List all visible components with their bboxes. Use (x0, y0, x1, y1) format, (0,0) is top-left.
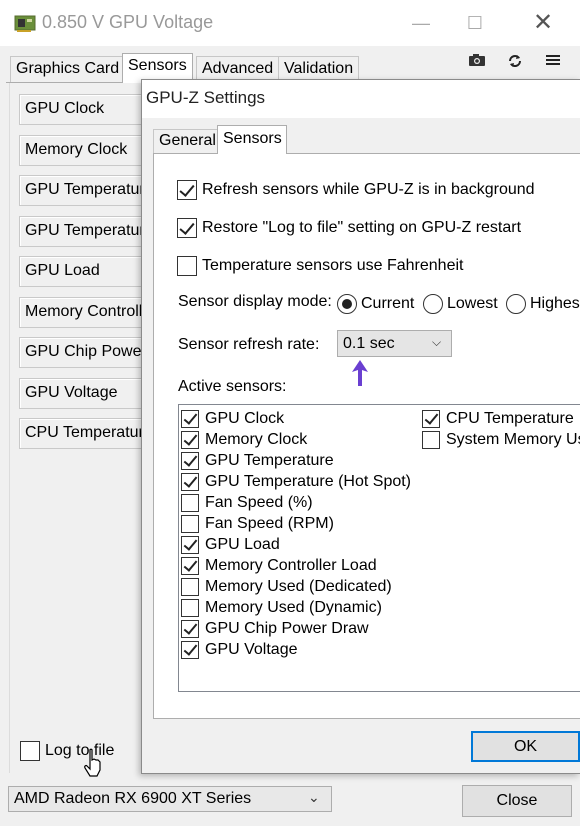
close-window-button[interactable]: ✕ (532, 9, 554, 36)
tab-validation[interactable]: Validation (278, 56, 360, 82)
active-sensor-label[interactable]: System Memory Used (446, 431, 580, 448)
tab-graphics-card[interactable]: Graphics Card (10, 56, 126, 82)
sensor-name-cpu-temperature[interactable]: CPU Temperature (19, 418, 143, 449)
display-mode-current-radio[interactable] (337, 294, 357, 314)
active-sensor-memory-used-dynamic-checkbox[interactable] (181, 599, 199, 617)
arrow-up-icon (352, 360, 368, 386)
window-title: 0.850 V GPU Voltage (42, 12, 214, 32)
active-sensors-label: Active sensors: (178, 378, 287, 395)
sensor-name-memory-clock[interactable]: Memory Clock (19, 135, 143, 166)
active-sensor-cpu-temperature-checkbox[interactable] (422, 410, 440, 428)
refresh-rate-dropdown[interactable]: 0.1 sec (337, 330, 452, 357)
active-sensor-gpu-load-checkbox[interactable] (181, 536, 199, 554)
maximize-button[interactable]: ☐ (466, 13, 484, 33)
chevron-down-icon[interactable]: ⌵ (432, 335, 442, 349)
active-sensor-label[interactable]: Memory Used (Dynamic) (205, 599, 382, 616)
sensor-name-gpu-temperature[interactable]: GPU Temperature (19, 175, 143, 206)
tab-general[interactable]: General (153, 129, 221, 153)
active-sensor-label[interactable]: GPU Temperature (Hot Spot) (205, 473, 412, 490)
active-sensor-gpu-chip-power-draw-checkbox[interactable] (181, 620, 199, 638)
active-sensor-label[interactable]: Fan Speed (RPM) (205, 515, 334, 532)
restore-log-setting-checkbox[interactable] (177, 218, 197, 238)
sensor-name-gpu-load[interactable]: GPU Load (19, 256, 143, 287)
main-title-bar (0, 0, 580, 46)
tab-sensors-settings[interactable]: Sensors (217, 125, 287, 154)
refresh-rate-label: Sensor refresh rate: (178, 336, 320, 353)
active-sensor-label[interactable]: CPU Temperature (446, 410, 574, 427)
display-mode-lowest-label[interactable]: Lowest (447, 295, 498, 312)
restore-log-setting-label[interactable]: Restore "Log to file" setting on GPU-Z r… (202, 219, 522, 236)
ok-button[interactable]: OK (471, 731, 580, 762)
panel-divider (9, 83, 10, 773)
sensor-name-gpu-voltage[interactable]: GPU Voltage (19, 378, 143, 409)
active-sensor-label[interactable]: GPU Chip Power Draw (205, 620, 369, 637)
active-sensor-memory-clock-checkbox[interactable] (181, 431, 199, 449)
sensor-name-gpu-chip-power-draw[interactable]: GPU Chip Power Draw (19, 337, 143, 368)
active-sensor-gpu-clock-checkbox[interactable] (181, 410, 199, 428)
minimize-button[interactable]: — (412, 13, 430, 33)
display-mode-highest-radio[interactable] (506, 294, 526, 314)
sensor-name-gpu-clock[interactable]: GPU Clock (19, 94, 143, 125)
active-sensor-label[interactable]: GPU Load (205, 536, 280, 553)
settings-title: GPU-Z Settings (146, 88, 266, 107)
active-sensor-memory-used-dedicated-checkbox[interactable] (181, 578, 199, 596)
active-sensor-label[interactable]: GPU Temperature (205, 452, 334, 469)
gpu-select-dropdown[interactable]: AMD Radeon RX 6900 XT Series (8, 786, 332, 812)
fahrenheit-checkbox[interactable] (177, 256, 197, 276)
camera-icon[interactable] (464, 53, 490, 73)
gpu-card-icon (14, 15, 36, 32)
refresh-in-background-checkbox[interactable] (177, 180, 197, 200)
log-to-file-checkbox[interactable] (20, 741, 40, 761)
active-sensor-system-memory-used-checkbox[interactable] (422, 431, 440, 449)
log-to-file-label[interactable]: Log to file (45, 742, 115, 759)
chevron-down-icon[interactable]: ⌄ (308, 789, 320, 805)
active-sensor-fan-speed-rpm-checkbox[interactable] (181, 515, 199, 533)
display-mode-current-label[interactable]: Current (361, 295, 415, 312)
tab-sensors[interactable]: Sensors (122, 53, 193, 83)
settings-title-bar (142, 80, 580, 118)
refresh-in-background-label[interactable]: Refresh sensors while GPU-Z is in backgr… (202, 181, 535, 198)
sensor-name-memory-controller-load[interactable]: Memory Controller Load (19, 297, 143, 328)
active-sensor-hot-spot-checkbox[interactable] (181, 473, 199, 491)
close-button[interactable]: Close (462, 785, 572, 817)
display-mode-highest-label[interactable]: Highest (530, 295, 580, 312)
menu-icon[interactable] (540, 53, 566, 73)
display-mode-label: Sensor display mode: (178, 293, 332, 310)
display-mode-lowest-radio[interactable] (423, 294, 443, 314)
refresh-icon[interactable] (502, 53, 528, 73)
active-sensor-label[interactable]: Fan Speed (%) (205, 494, 313, 511)
active-sensors-list[interactable] (178, 404, 580, 692)
active-sensor-label[interactable]: GPU Voltage (205, 641, 298, 658)
active-sensor-gpu-voltage-checkbox[interactable] (181, 641, 199, 659)
active-sensor-label[interactable]: Memory Used (Dedicated) (205, 578, 392, 595)
active-sensor-label[interactable]: Memory Controller Load (205, 557, 377, 574)
sensor-name-gpu-temperature-hot-spot[interactable]: GPU Temperature (Hot Spot) (19, 216, 143, 247)
active-sensor-label[interactable]: Memory Clock (205, 431, 308, 448)
active-sensor-memory-controller-load-checkbox[interactable] (181, 557, 199, 575)
fahrenheit-label[interactable]: Temperature sensors use Fahrenheit (202, 257, 464, 274)
active-sensor-fan-speed-percent-checkbox[interactable] (181, 494, 199, 512)
mouse-cursor-icon (84, 748, 101, 777)
active-sensor-gpu-temperature-checkbox[interactable] (181, 452, 199, 470)
active-sensor-label[interactable]: GPU Clock (205, 410, 285, 427)
